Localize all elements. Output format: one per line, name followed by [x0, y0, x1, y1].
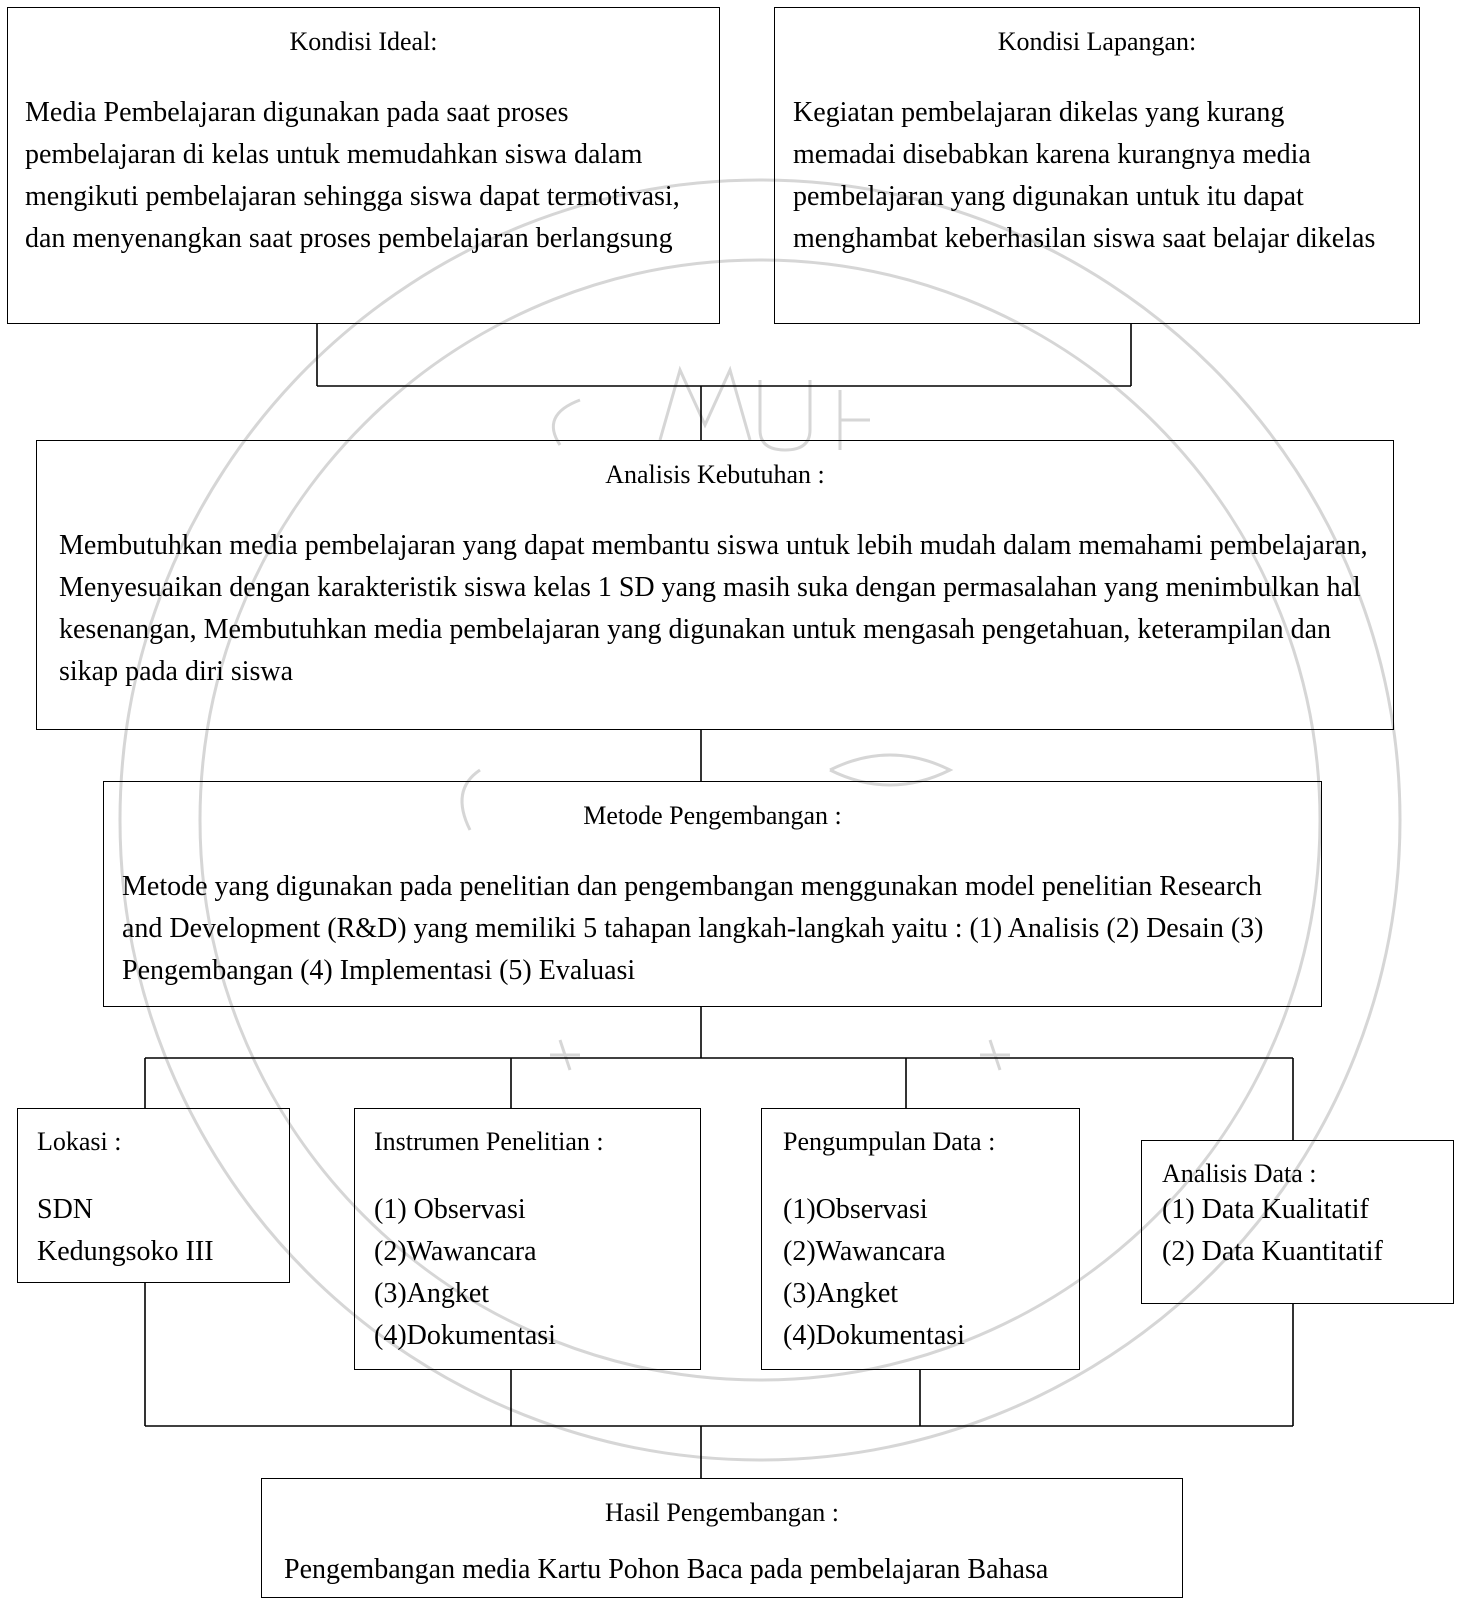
analisis-kebutuhan-title: Analisis Kebutuhan :: [605, 460, 825, 489]
hasil-pengembangan-title: Hasil Pengembangan :: [605, 1498, 839, 1527]
pengumpulan-data-title: Pengumpulan Data :: [783, 1127, 996, 1156]
instrumen-list: (1) Observasi (2)Wawancara (3)Angket (4)…: [374, 1189, 556, 1357]
hasil-pengembangan-box: Hasil Pengembangan : Pengembangan media …: [261, 1478, 1183, 1598]
kondisi-lapangan-body: Kegiatan pembelajaran dikelas yang kuran…: [793, 97, 1376, 254]
analisis-data-list: (1) Data Kualitatif (2) Data Kuantitatif: [1162, 1189, 1383, 1273]
list-item: (2)Wawancara: [374, 1236, 537, 1267]
hasil-pengembangan-body: Pengembangan media Kartu Pohon Baca pada…: [284, 1554, 1049, 1585]
list-item: (4)Dokumentasi: [374, 1320, 556, 1351]
kondisi-lapangan-title: Kondisi Lapangan:: [997, 27, 1197, 56]
list-item: Kedungsoko III: [37, 1236, 214, 1267]
list-item: (1)Observasi: [783, 1194, 928, 1225]
analisis-data-box: Analisis Data : (1) Data Kualitatif (2) …: [1141, 1140, 1454, 1304]
analisis-data-title: Analisis Data :: [1162, 1159, 1317, 1188]
analisis-kebutuhan-body: Membutuhkan media pembelajaran yang dapa…: [59, 530, 1368, 687]
metode-pengembangan-title: Metode Pengembangan :: [583, 801, 842, 830]
list-item: (3)Angket: [783, 1278, 899, 1309]
pengumpulan-data-box: Pengumpulan Data : (1)Observasi (2)Wawan…: [761, 1108, 1080, 1370]
kondisi-ideal-title: Kondisi Ideal:: [289, 27, 438, 56]
kondisi-ideal-box: Kondisi Ideal: Media Pembelajaran diguna…: [7, 7, 720, 324]
lokasi-box: Lokasi : SDN Kedungsoko III: [17, 1108, 290, 1283]
pengumpulan-data-list: (1)Observasi (2)Wawancara (3)Angket (4)D…: [783, 1189, 965, 1357]
list-item: (1) Data Kualitatif: [1162, 1194, 1369, 1225]
kondisi-lapangan-box: Kondisi Lapangan: Kegiatan pembelajaran …: [774, 7, 1420, 324]
list-item: (1) Observasi: [374, 1194, 526, 1225]
metode-pengembangan-box: Metode Pengembangan : Metode yang diguna…: [103, 781, 1322, 1007]
metode-pengembangan-body: Metode yang digunakan pada penelitian da…: [122, 871, 1264, 986]
instrumen-title: Instrumen Penelitian :: [374, 1127, 604, 1156]
lokasi-list: SDN Kedungsoko III: [37, 1189, 214, 1273]
lokasi-title: Lokasi :: [37, 1127, 122, 1156]
list-item: SDN: [37, 1194, 94, 1225]
list-item: (2) Data Kuantitatif: [1162, 1236, 1383, 1267]
list-item: (3)Angket: [374, 1278, 490, 1309]
list-item: (4)Dokumentasi: [783, 1320, 965, 1351]
analisis-kebutuhan-box: Analisis Kebutuhan : Membutuhkan media p…: [36, 440, 1394, 730]
instrumen-box: Instrumen Penelitian : (1) Observasi (2)…: [354, 1108, 701, 1370]
list-item: (2)Wawancara: [783, 1236, 946, 1267]
connector-lines: [144, 324, 1294, 1478]
kondisi-ideal-body: Media Pembelajaran digunakan pada saat p…: [25, 97, 680, 254]
